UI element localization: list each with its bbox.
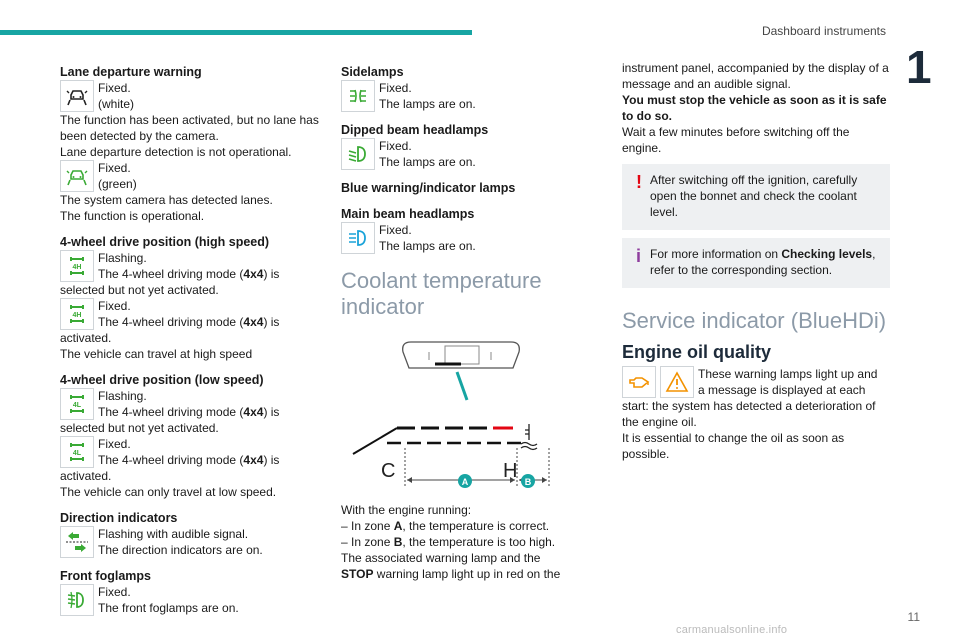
oil-warning-icon xyxy=(622,366,656,398)
main-beam-heading: Main beam headlamps xyxy=(341,207,475,221)
front-foglamp-icon xyxy=(60,584,94,616)
direction-indicator-icon xyxy=(60,526,94,558)
service-indicator-title: Service indicator (BlueHDi) xyxy=(622,308,887,333)
sidelamps-heading: Sidelamps xyxy=(341,65,404,79)
column-1: Lane departure warning Fixed. (white) Th… xyxy=(60,60,330,616)
lane-green-entry: Fixed. (green) xyxy=(60,160,330,192)
svg-text:4H: 4H xyxy=(73,312,82,319)
4wd-high-fixed-icon: 4H xyxy=(60,298,94,330)
gauge-label-c: C xyxy=(381,460,395,482)
warning-note: ! After switching off the ignition, care… xyxy=(622,164,890,230)
4wd-low-fixed-icon: 4L xyxy=(60,436,94,468)
lane-departure-heading: Lane departure warning xyxy=(60,65,202,79)
foglamps-heading: Front foglamps xyxy=(60,569,151,583)
info-note: i For more information on Checking level… xyxy=(622,238,890,288)
gauge-label-h: H xyxy=(503,460,517,482)
low-speed-heading: 4-wheel drive position (low speed) xyxy=(60,373,264,387)
chapter-title: Dashboard instruments xyxy=(761,24,886,38)
4wd-low-flashing-icon: 4L xyxy=(60,388,94,420)
warning-icon: ! xyxy=(636,172,642,192)
high-speed-heading: 4-wheel drive position (high speed) xyxy=(60,235,270,249)
direction-heading: Direction indicators xyxy=(60,511,178,525)
watermark: carmanualsonline.info xyxy=(676,624,788,636)
dipped-beam-icon xyxy=(341,138,375,170)
lane-white-entry: Fixed. (white) xyxy=(60,80,330,112)
oil-quality-title: Engine oil quality xyxy=(622,342,772,362)
page-number: 11 xyxy=(907,610,920,624)
zone-a-marker: A xyxy=(462,477,469,487)
header-accent-bar xyxy=(0,30,472,35)
info-icon: i xyxy=(636,246,642,266)
general-warning-icon xyxy=(660,366,694,398)
lane-departure-white-icon xyxy=(60,80,94,112)
coolant-gauge-diagram: C H A B xyxy=(341,330,581,490)
column-3: instrument panel, accompanied by the dis… xyxy=(622,61,890,461)
svg-text:4H: 4H xyxy=(73,264,82,271)
zone-b-marker: B xyxy=(525,477,532,487)
coolant-section-title: Coolant temperature indicator xyxy=(341,268,542,319)
blue-lamps-heading: Blue warning/indicator lamps xyxy=(341,181,516,195)
dipped-beam-heading: Dipped beam headlamps xyxy=(341,123,489,137)
chapter-number: 1 xyxy=(906,41,932,93)
4wd-high-flashing-icon: 4H xyxy=(60,250,94,282)
sidelamps-icon xyxy=(341,80,375,112)
column-2: Sidelamps Fixed. The lamps are on. Dippe… xyxy=(341,60,581,582)
svg-text:4L: 4L xyxy=(73,450,82,457)
lane-departure-green-icon xyxy=(60,160,94,192)
svg-text:4L: 4L xyxy=(73,402,82,409)
main-beam-icon xyxy=(341,222,375,254)
